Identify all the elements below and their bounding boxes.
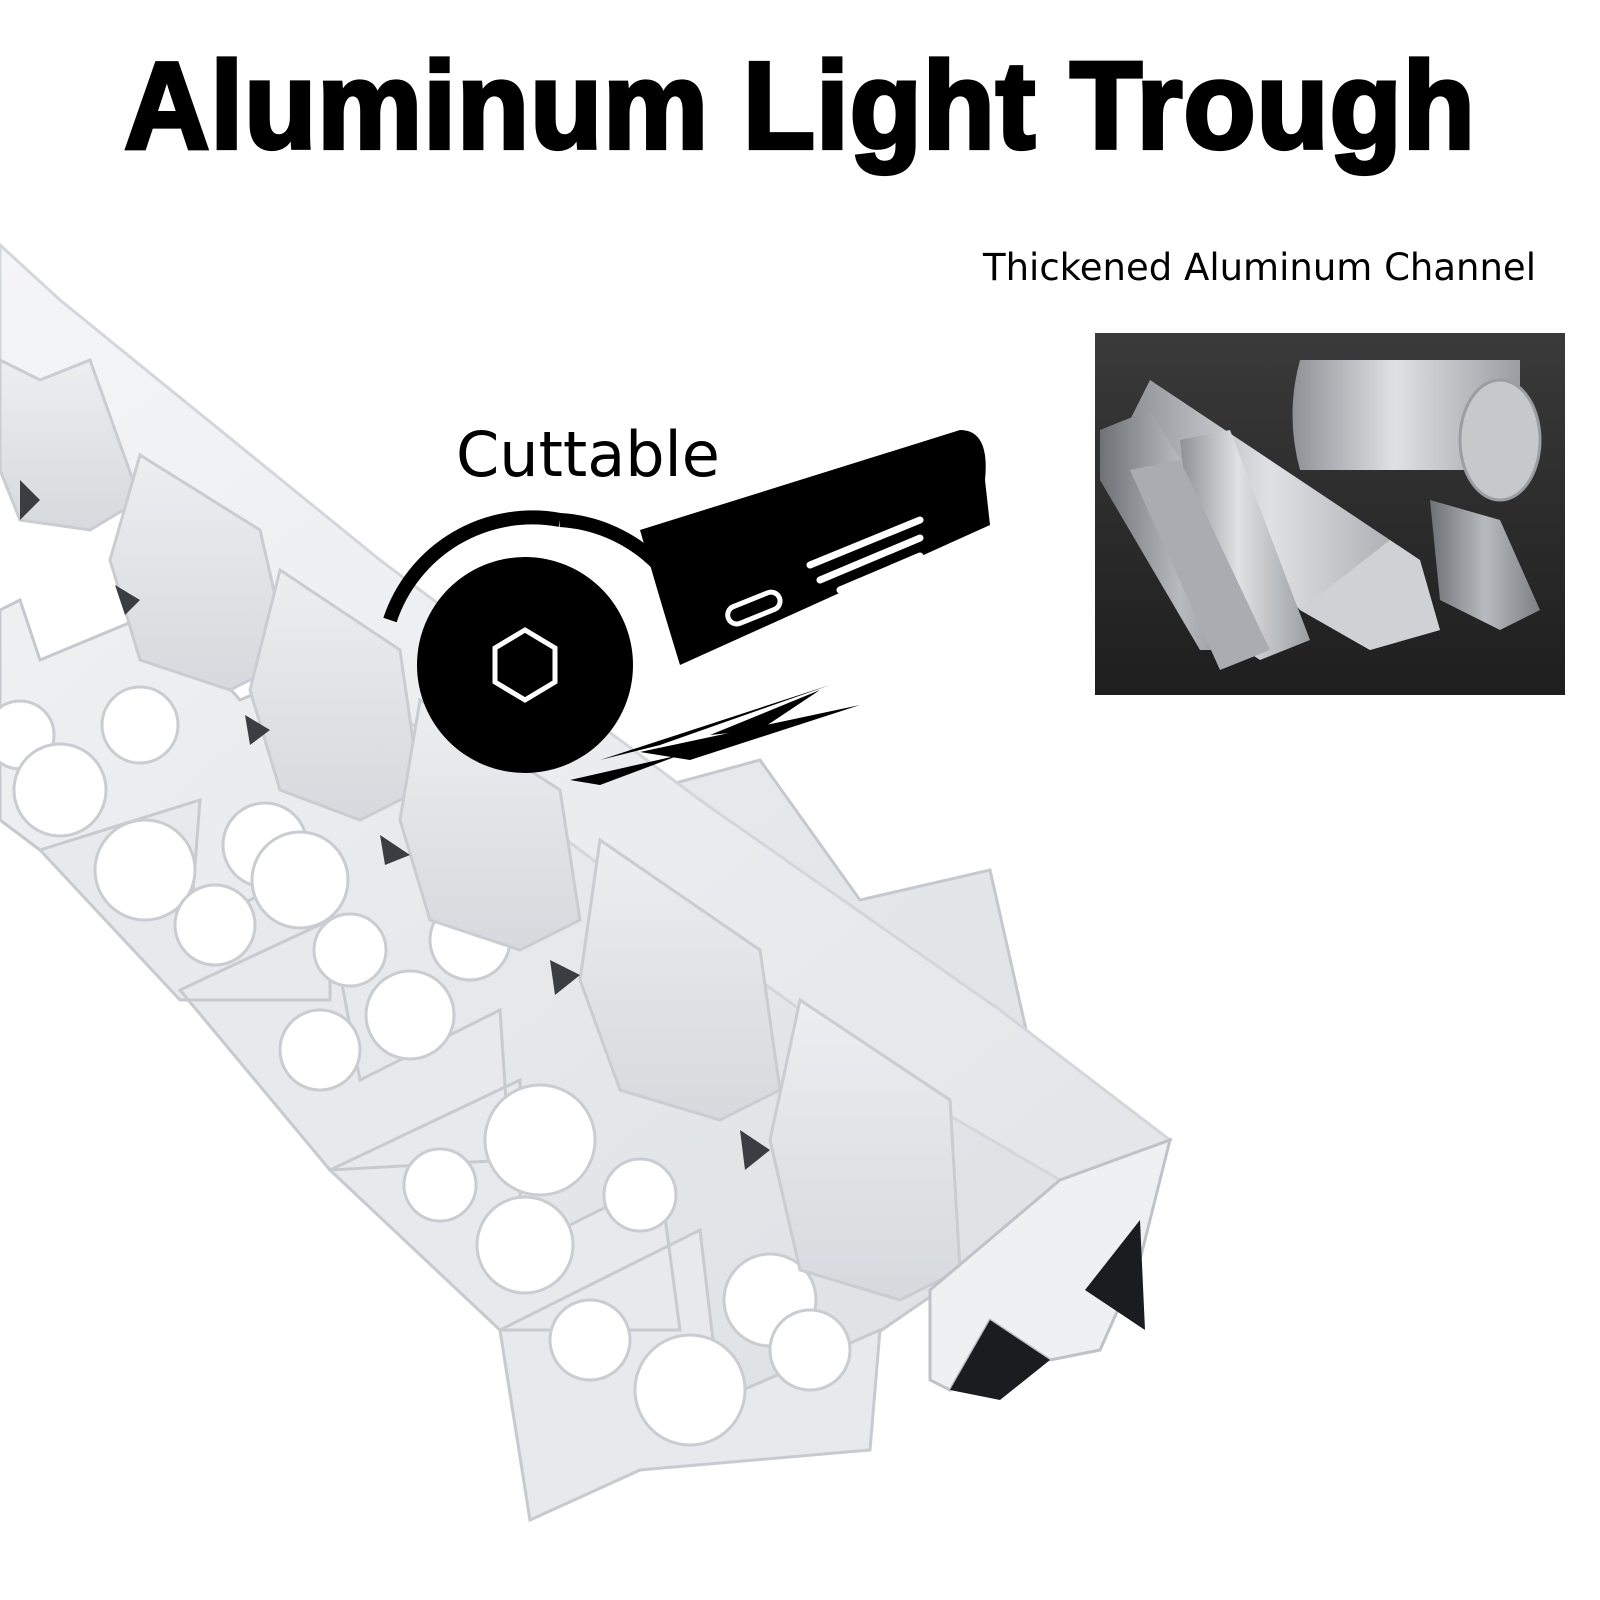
trough-profile bbox=[0, 242, 1174, 1523]
cuttable-label: Cuttable bbox=[456, 418, 720, 491]
end-channel-left bbox=[950, 1320, 1050, 1400]
thickened-channel-label: Thickened Aluminum Channel bbox=[983, 246, 1536, 289]
aluminum-bars-photo bbox=[1095, 333, 1565, 695]
wall-segments bbox=[0, 358, 962, 1302]
segment-gaps bbox=[20, 480, 770, 1170]
end-channel-right bbox=[1085, 1220, 1145, 1330]
angle-grinder-icon bbox=[383, 430, 990, 785]
end-cross-section bbox=[928, 1137, 1173, 1392]
page-title: Aluminum Light Trough bbox=[122, 35, 1477, 178]
